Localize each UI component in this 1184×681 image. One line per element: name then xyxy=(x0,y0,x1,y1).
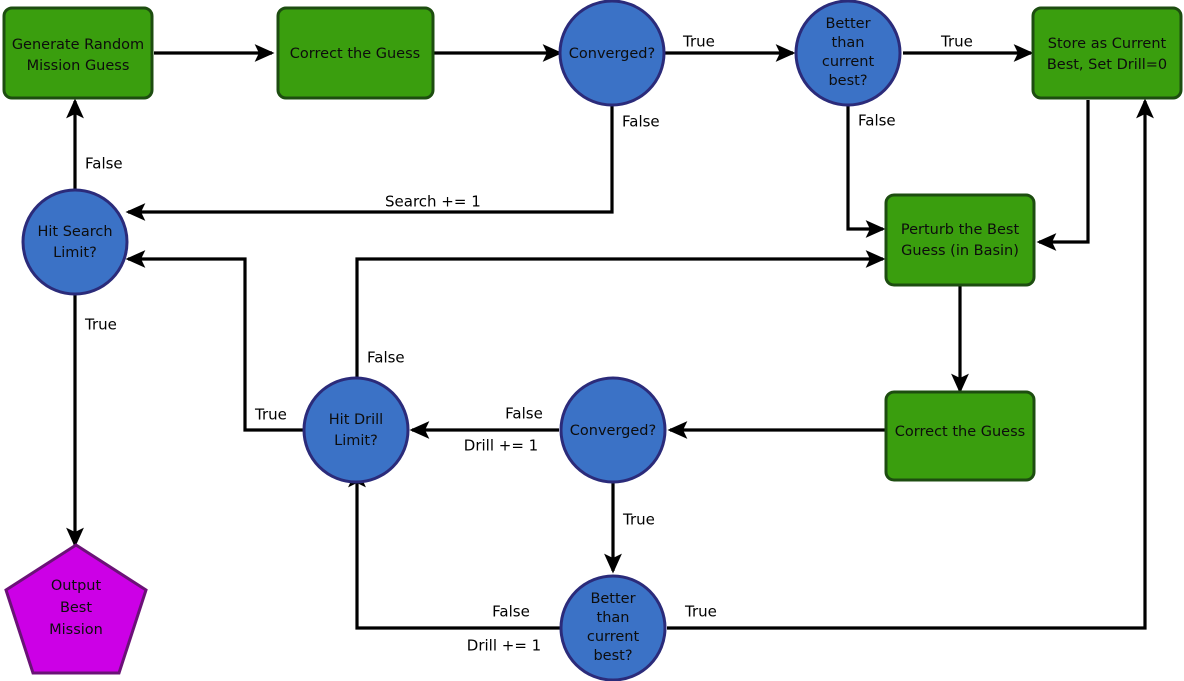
edges-layer: Better than current best? --> down, left… xyxy=(66,44,1154,630)
edge-label-converged-top-true: True xyxy=(682,33,715,51)
node-hit-drill-limit[interactable]: Hit Drill Limit? xyxy=(302,376,410,484)
perturb-the-best-guess-shape[interactable] xyxy=(884,193,1036,287)
edge-label-converged-top-false: False xyxy=(622,113,660,131)
node-better-than-current-best-top[interactable]: Better than current best? xyxy=(794,0,902,107)
node-store-as-current-best[interactable]: Store as Current Best, Set Drill=0 xyxy=(1031,6,1183,100)
edge-better-top-false xyxy=(846,106,886,238)
edge-label-converged-bottom-true: True xyxy=(622,511,655,529)
store-as-current-best-shape[interactable] xyxy=(1031,6,1183,100)
node-converged-bottom[interactable]: Converged? xyxy=(559,376,667,484)
better-than-current-best-top-shape[interactable] xyxy=(794,0,902,107)
correct-the-guess-top-shape[interactable] xyxy=(276,6,435,100)
node-correct-the-guess-bottom[interactable]: Correct the Guess xyxy=(884,390,1036,482)
node-perturb-the-best-guess[interactable]: Perturb the Best Guess (in Basin) xyxy=(884,193,1036,287)
edge-label-hit-drill-true: True xyxy=(254,406,287,424)
edge-store-to-perturb xyxy=(1036,100,1090,251)
node-hit-search-limit[interactable]: Hit Search Limit? xyxy=(21,188,129,296)
output-best-mission-shape[interactable] xyxy=(4,543,148,675)
node-better-than-current-best-bottom[interactable]: Better than current best? xyxy=(559,574,667,681)
edge-label-search-increment: Search += 1 xyxy=(385,193,481,211)
edge-better-bottom-false xyxy=(348,467,560,630)
edge-converged-top-false xyxy=(125,106,614,221)
converged-bottom-shape[interactable] xyxy=(559,376,667,484)
edge-label-better-bottom-false: False xyxy=(492,603,530,621)
node-converged-top[interactable]: Converged? xyxy=(558,0,666,107)
edge-hit-drill-false xyxy=(355,250,886,393)
edge-label-better-top-false: False xyxy=(858,112,896,130)
hit-search-limit-shape[interactable] xyxy=(21,188,129,296)
edge-label-hit-search-false: False xyxy=(85,155,123,173)
edge-label-hit-drill-false: False xyxy=(367,349,405,367)
converged-top-shape[interactable] xyxy=(558,0,666,107)
node-output-best-mission[interactable]: Output Best Mission xyxy=(4,543,148,675)
node-generate-random-mission-guess[interactable]: Generate Random Mission Guess xyxy=(2,6,154,100)
edge-label-better-bottom-true: True xyxy=(684,603,717,621)
better-than-current-best-bottom-shape[interactable] xyxy=(559,574,667,681)
edge-labels-layer: True False True False Search += 1 False … xyxy=(84,33,973,655)
edge-better-bottom-true xyxy=(667,98,1154,630)
edge-label-hit-search-true: True xyxy=(84,316,117,334)
edge-label-better-bottom-drill: Drill += 1 xyxy=(467,637,541,655)
edge-label-converged-bottom-false: False xyxy=(505,405,543,423)
generate-random-mission-guess-shape[interactable] xyxy=(2,6,154,100)
correct-the-guess-bottom-shape[interactable] xyxy=(884,390,1036,482)
edge-hit-drill-true xyxy=(125,250,304,432)
node-correct-the-guess-top[interactable]: Correct the Guess xyxy=(276,6,435,100)
hit-drill-limit-shape[interactable] xyxy=(302,376,410,484)
edge-label-better-top-true: True xyxy=(940,33,973,51)
edge-label-converged-bottom-drill: Drill += 1 xyxy=(464,437,538,455)
